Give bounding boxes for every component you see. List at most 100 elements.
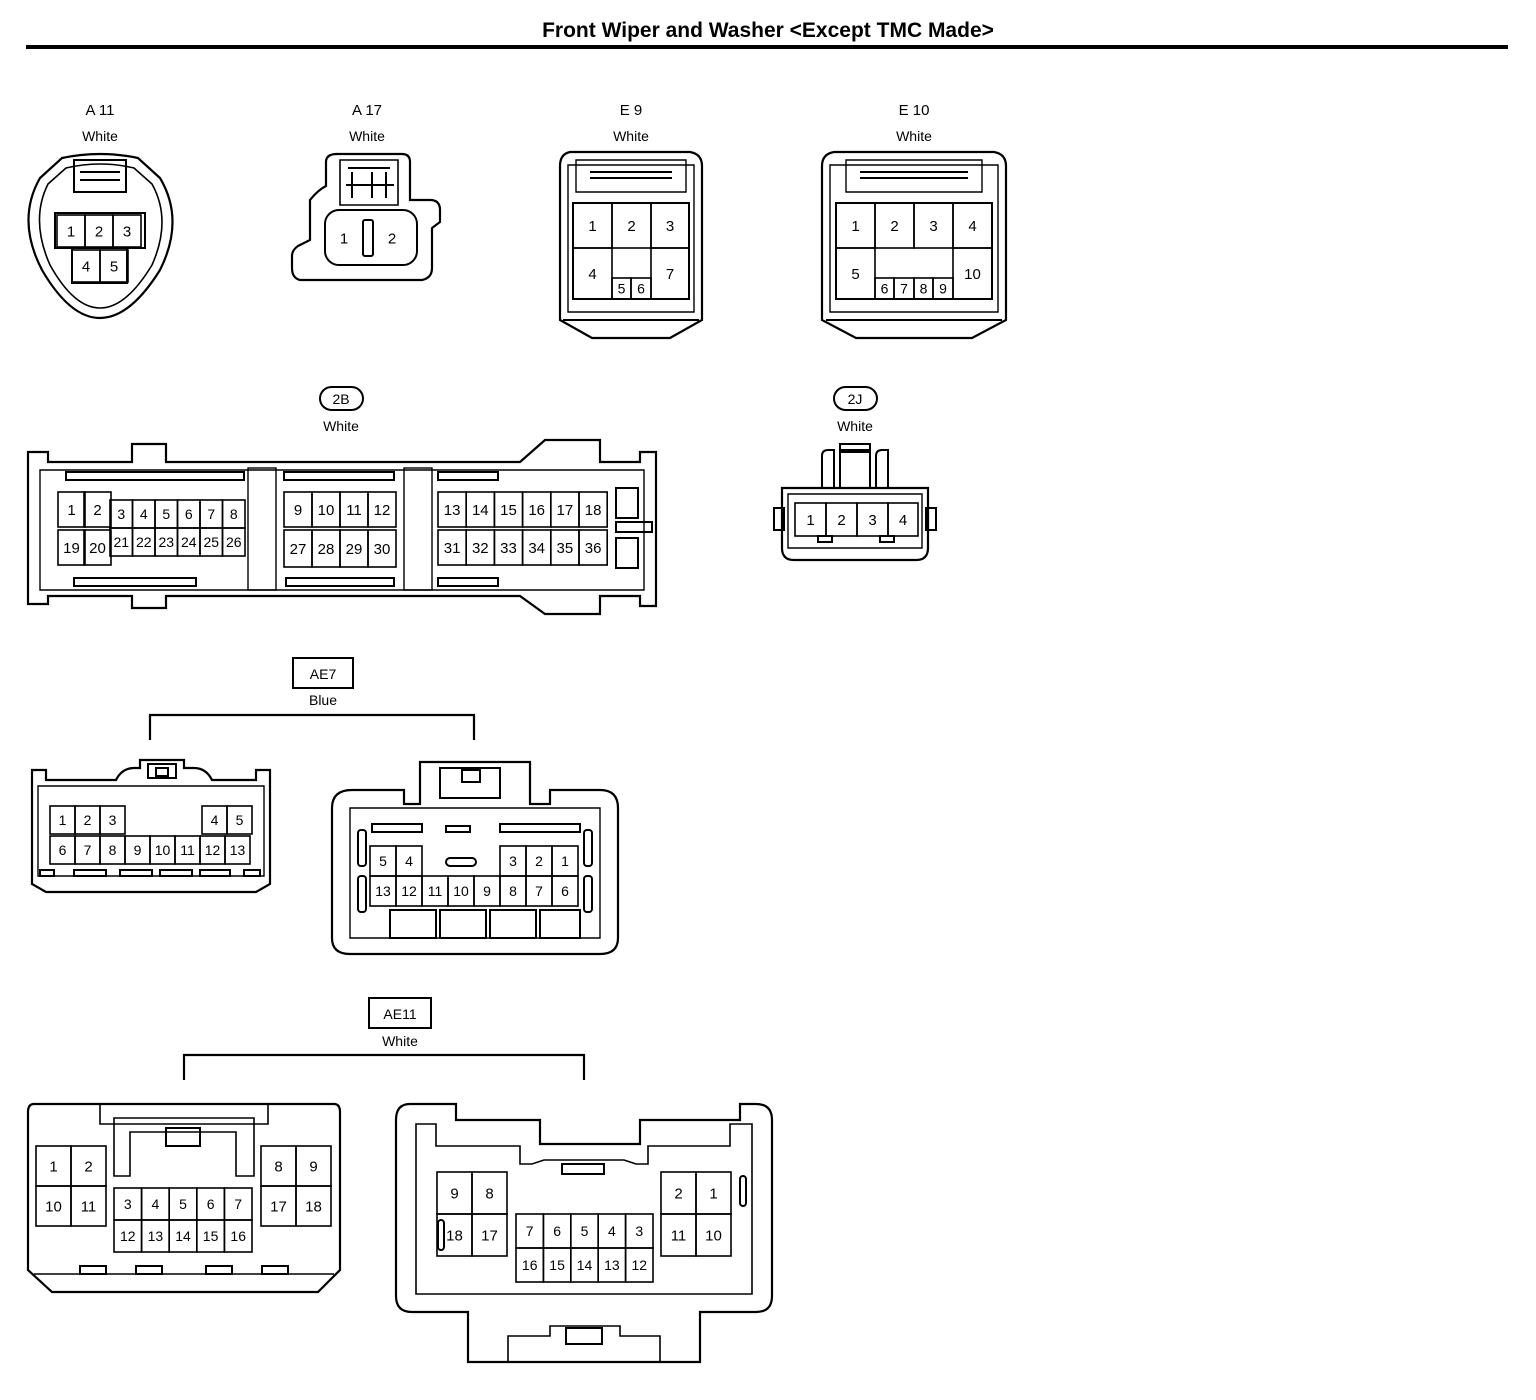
pin-cell: [367, 529, 397, 568]
pin-cell: [367, 491, 397, 528]
pin-number: 6: [207, 1196, 215, 1212]
pin-number: 10: [155, 842, 171, 858]
pin-number: 6: [637, 281, 645, 297]
pin-number: 7: [535, 883, 543, 899]
pin-number: 8: [509, 883, 517, 899]
pin-number: 3: [123, 223, 131, 240]
connector-e10-code: E 10: [899, 102, 930, 119]
pin-number: 3: [868, 512, 876, 529]
pin-number: 2: [837, 512, 845, 529]
pin-number: 9: [134, 842, 142, 858]
connector-ae7-code: AE7: [310, 666, 337, 682]
pin-number: 2: [674, 1185, 682, 1202]
pin-number: 4: [968, 218, 976, 235]
pin-number: 4: [152, 1196, 160, 1212]
pin-cell: [295, 1185, 332, 1227]
connector-e10-color: White: [896, 128, 932, 144]
pin-number: 35: [557, 540, 574, 557]
pin-number: 24: [181, 534, 197, 550]
pin-number: 13: [375, 883, 391, 899]
pin-number: 1: [67, 223, 75, 240]
pin-number: 2: [93, 502, 101, 519]
pin-number: 9: [294, 502, 302, 519]
pin-cell: [650, 247, 690, 300]
pin-cell: [887, 502, 919, 537]
pin-number: 14: [577, 1257, 593, 1273]
pin-number: 7: [666, 266, 674, 283]
pin-number: 8: [274, 1158, 282, 1175]
pin-number: 28: [318, 541, 335, 558]
pin-number: 2: [84, 812, 92, 828]
pin-number: 11: [180, 842, 195, 858]
pin-number: 6: [561, 883, 569, 899]
pin-number: 1: [59, 812, 67, 828]
connector-ae7-color: Blue: [309, 692, 337, 708]
pin-cell: [578, 491, 609, 528]
title-rule: [26, 45, 1508, 49]
pin-number: 5: [618, 281, 626, 297]
pin-number: 4: [82, 258, 90, 275]
pin-number: 3: [509, 853, 517, 869]
pin-number: 33: [500, 540, 517, 557]
pin-number: 29: [346, 541, 363, 558]
pin-number: 11: [81, 1198, 97, 1215]
pin-cell: [471, 1213, 508, 1257]
pin-cell: [224, 835, 251, 865]
pin-number: 8: [109, 842, 117, 858]
pin-cell: [83, 491, 112, 528]
pin-number: 3: [124, 1196, 132, 1212]
pin-number: 1: [851, 218, 859, 235]
pin-number: 4: [608, 1223, 616, 1239]
pin-number: 3: [117, 506, 125, 522]
pin-number: 30: [374, 541, 391, 558]
pin-number: 10: [705, 1227, 722, 1244]
pin-number: 15: [549, 1257, 565, 1273]
pin-number: 25: [203, 534, 219, 550]
pin-number: 6: [59, 842, 67, 858]
pin-number: 1: [561, 853, 569, 869]
connector-a11-code: A 11: [86, 102, 115, 119]
pin-number: 15: [203, 1228, 219, 1244]
connector-a11: A 11 White: [27, 102, 174, 320]
pin-number: 2: [535, 853, 543, 869]
pin-number: 1: [67, 502, 75, 519]
connector-ae11-code: AE11: [383, 1006, 416, 1022]
pin-number: 1: [806, 512, 814, 529]
pin-number: 5: [179, 1196, 187, 1212]
connector-e9-color: White: [613, 128, 649, 144]
pin-cell: [572, 247, 613, 300]
pin-number: 7: [526, 1223, 534, 1239]
page-title: Front Wiper and Washer <Except TMC Made>: [542, 19, 994, 42]
pin-number: 22: [136, 534, 152, 550]
pin-number: 17: [557, 502, 574, 519]
connector-2j: 2J White: [773, 386, 937, 562]
pin-number: 9: [450, 1185, 458, 1202]
connector-e9-code: E 9: [620, 102, 643, 119]
pin-number: 7: [84, 842, 92, 858]
pin-number: 1: [588, 218, 596, 235]
pin-number: 20: [89, 540, 106, 557]
pin-number: 17: [270, 1198, 287, 1215]
connector-a17: A 17 White: [290, 102, 442, 282]
pin-number: 11: [346, 502, 362, 519]
pin-number: 15: [500, 502, 517, 519]
pin-number: 32: [472, 540, 489, 557]
pin-cell: [624, 1247, 654, 1283]
pin-number: 6: [553, 1223, 561, 1239]
pin-number: 7: [234, 1196, 242, 1212]
pin-number: 18: [305, 1198, 322, 1215]
pin-number: 3: [666, 218, 674, 235]
pin-number: 5: [379, 853, 387, 869]
pin-number: 7: [900, 281, 908, 297]
pin-number: 31: [444, 540, 461, 557]
pin-number: 34: [528, 540, 545, 557]
connector-2j-code: 2J: [848, 391, 863, 407]
pin-number: 36: [585, 540, 602, 557]
connector-2b: 2B White: [26, 386, 658, 616]
pin-number: 19: [63, 540, 80, 557]
pin-number: 5: [236, 812, 244, 828]
pin-number: 1: [709, 1185, 717, 1202]
pin-number: 5: [110, 258, 118, 275]
pin-number: 5: [581, 1223, 589, 1239]
